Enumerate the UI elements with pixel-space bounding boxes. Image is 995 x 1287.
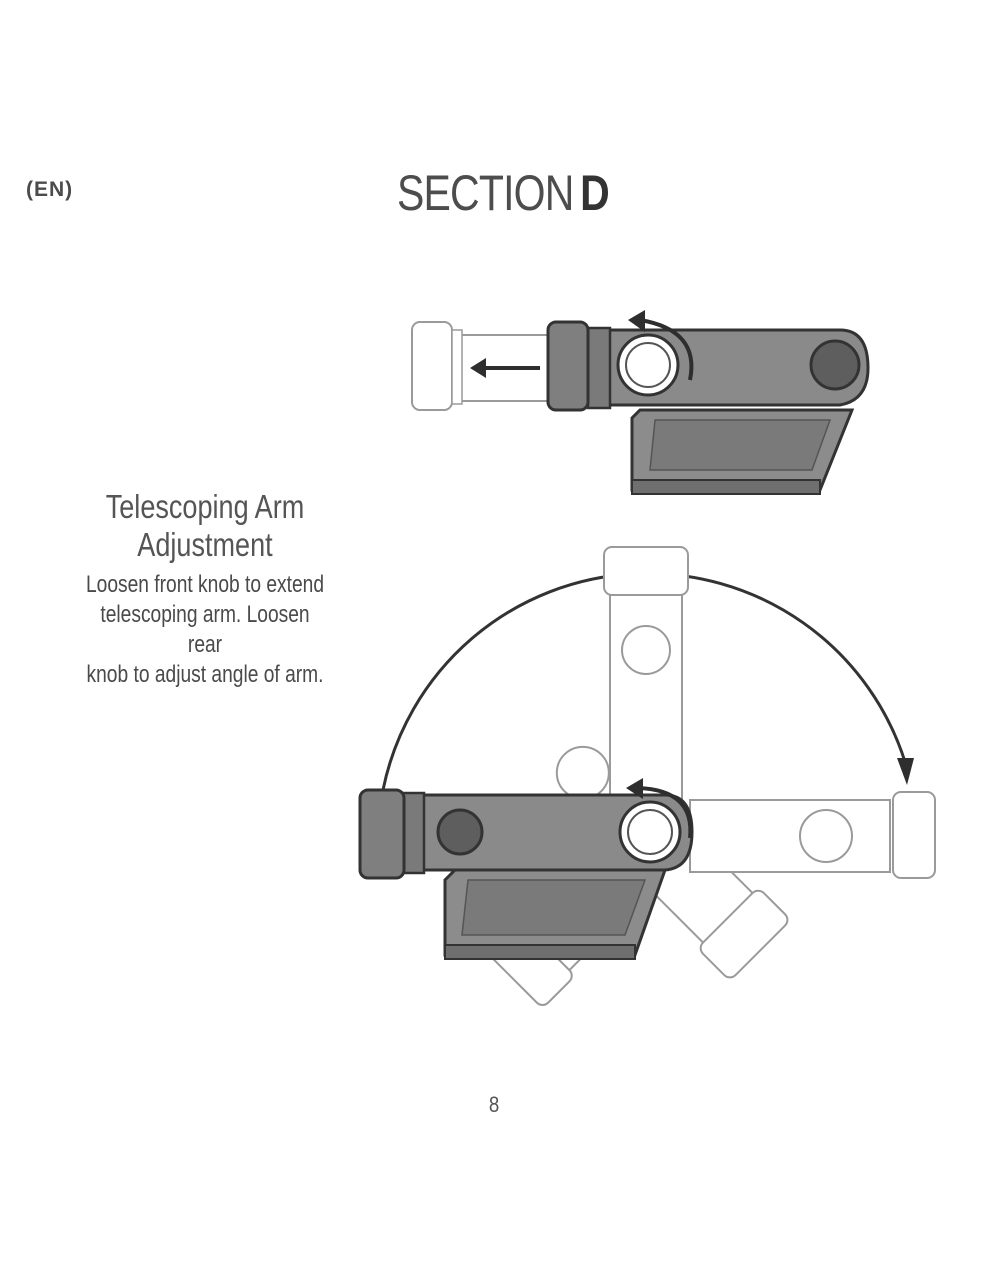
extension-diagram [411, 310, 870, 495]
body-line-3: knob to adjust angle of arm. [86, 661, 324, 688]
front-collar-top [546, 320, 590, 412]
instruction-block: Telescoping Arm Adjustment Loosen front … [50, 488, 360, 690]
page-number: 8 [488, 1092, 500, 1117]
ghost-arm-right-horizontal [689, 791, 936, 879]
rear-knob-top [809, 339, 861, 391]
body-line-2: telescoping arm. Loosen rear [100, 601, 310, 658]
front-knob-top [616, 333, 680, 397]
instruction-body: Loosen front knob to extend telescoping … [81, 570, 329, 690]
curved-arrow-icon-bottom [626, 778, 693, 839]
end-collar-bottom [358, 788, 406, 880]
language-tag: (EN) [26, 178, 74, 201]
mount-base-bottom [443, 868, 668, 960]
ghost-arm-vertical [603, 546, 689, 801]
section-letter: D [580, 165, 610, 221]
angle-diagram [358, 546, 936, 1006]
curved-arrow-icon [628, 310, 694, 381]
mount-base-top [630, 408, 855, 495]
heading-line-2: Adjustment [137, 526, 273, 563]
arrow-left-icon [470, 358, 540, 378]
heading-line-1: Telescoping Arm [105, 488, 305, 525]
section-prefix: SECTION [397, 165, 574, 221]
rear-knob-bottom [618, 800, 682, 864]
front-knob-bottom [436, 808, 484, 856]
body-line-1: Loosen front knob to extend [85, 571, 325, 598]
instruction-heading: Telescoping Arm Adjustment [78, 488, 332, 564]
